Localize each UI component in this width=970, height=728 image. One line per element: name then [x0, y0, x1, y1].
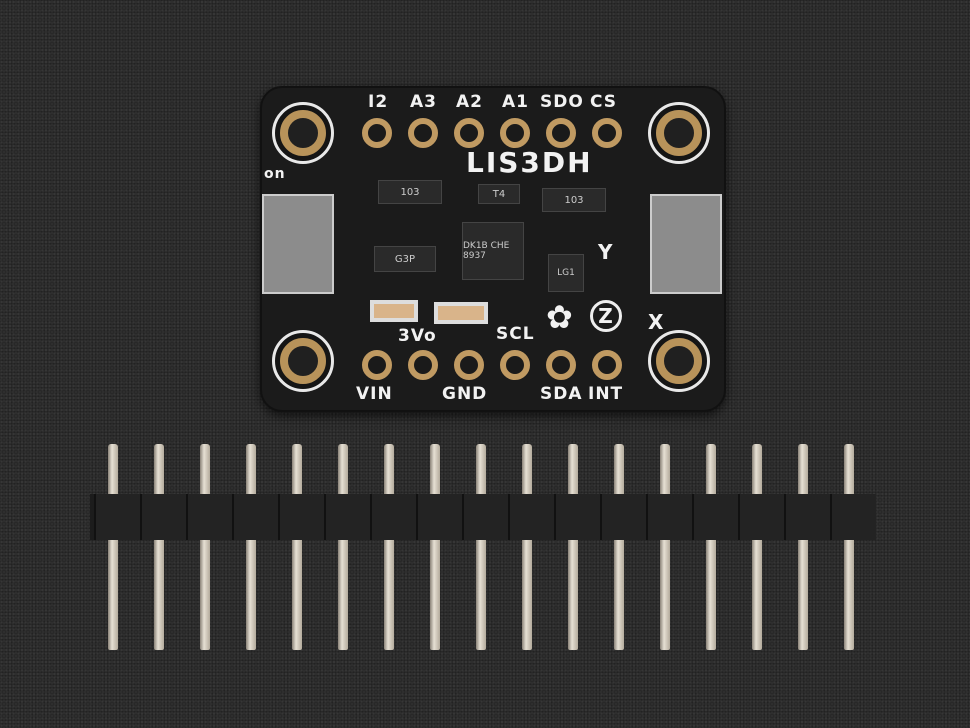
- stemma-connector-right: [650, 194, 722, 294]
- pin-label-a3: A3: [410, 92, 437, 112]
- lis3dh-breakout-board: I2 A3 A2 A1 SDO CS LIS3DH on 103 103 T4 …: [260, 86, 726, 412]
- pin-label-sdo: SDO: [540, 92, 584, 112]
- pin-label-cs: CS: [590, 92, 618, 112]
- adafruit-star-logo: ✿: [546, 298, 574, 336]
- pin-label-i2: I2: [368, 92, 389, 112]
- pin-label-int: INT: [588, 384, 624, 404]
- pad-sda: [546, 350, 576, 380]
- pin-label-scl: SCL: [496, 324, 535, 344]
- pad-3vo: [408, 350, 438, 380]
- resistor-network: 103: [378, 180, 442, 204]
- mounting-hole: [648, 330, 710, 392]
- small-ic: LG1: [548, 254, 584, 292]
- mounting-hole: [648, 102, 710, 164]
- pin-label-vin: VIN: [356, 384, 393, 404]
- mounting-hole: [272, 330, 334, 392]
- pad-int: [592, 350, 622, 380]
- pin-label-gnd: GND: [442, 384, 488, 404]
- pad-gnd: [454, 350, 484, 380]
- diode: T4: [478, 184, 520, 204]
- pin-label-a1: A1: [502, 92, 529, 112]
- header-plastic-strip: [90, 494, 876, 540]
- voltage-regulator: G3P: [374, 246, 436, 272]
- pin-label-3vo: 3Vo: [398, 326, 437, 346]
- led-label: on: [264, 166, 286, 182]
- stemma-connector-left: [262, 194, 334, 294]
- pad-a1: [500, 118, 530, 148]
- board-title: LIS3DH: [466, 146, 593, 179]
- pad-i2: [362, 118, 392, 148]
- pad-vin: [362, 350, 392, 380]
- pin-label-sda: SDA: [540, 384, 583, 404]
- pin-label-a2: A2: [456, 92, 483, 112]
- axis-x-label: X: [648, 310, 665, 334]
- resistor-network: 103: [542, 188, 606, 212]
- pad-a2: [454, 118, 484, 148]
- axis-y-label: Y: [598, 240, 614, 264]
- pad-cs: [592, 118, 622, 148]
- pad-sdo: [546, 118, 576, 148]
- capacitor: [370, 300, 418, 322]
- axis-z-label: Z: [590, 300, 622, 332]
- capacitor: [434, 302, 488, 324]
- pad-a3: [408, 118, 438, 148]
- pad-scl: [500, 350, 530, 380]
- accelerometer-chip: DK1B CHE 8937: [462, 222, 524, 280]
- mounting-hole: [272, 102, 334, 164]
